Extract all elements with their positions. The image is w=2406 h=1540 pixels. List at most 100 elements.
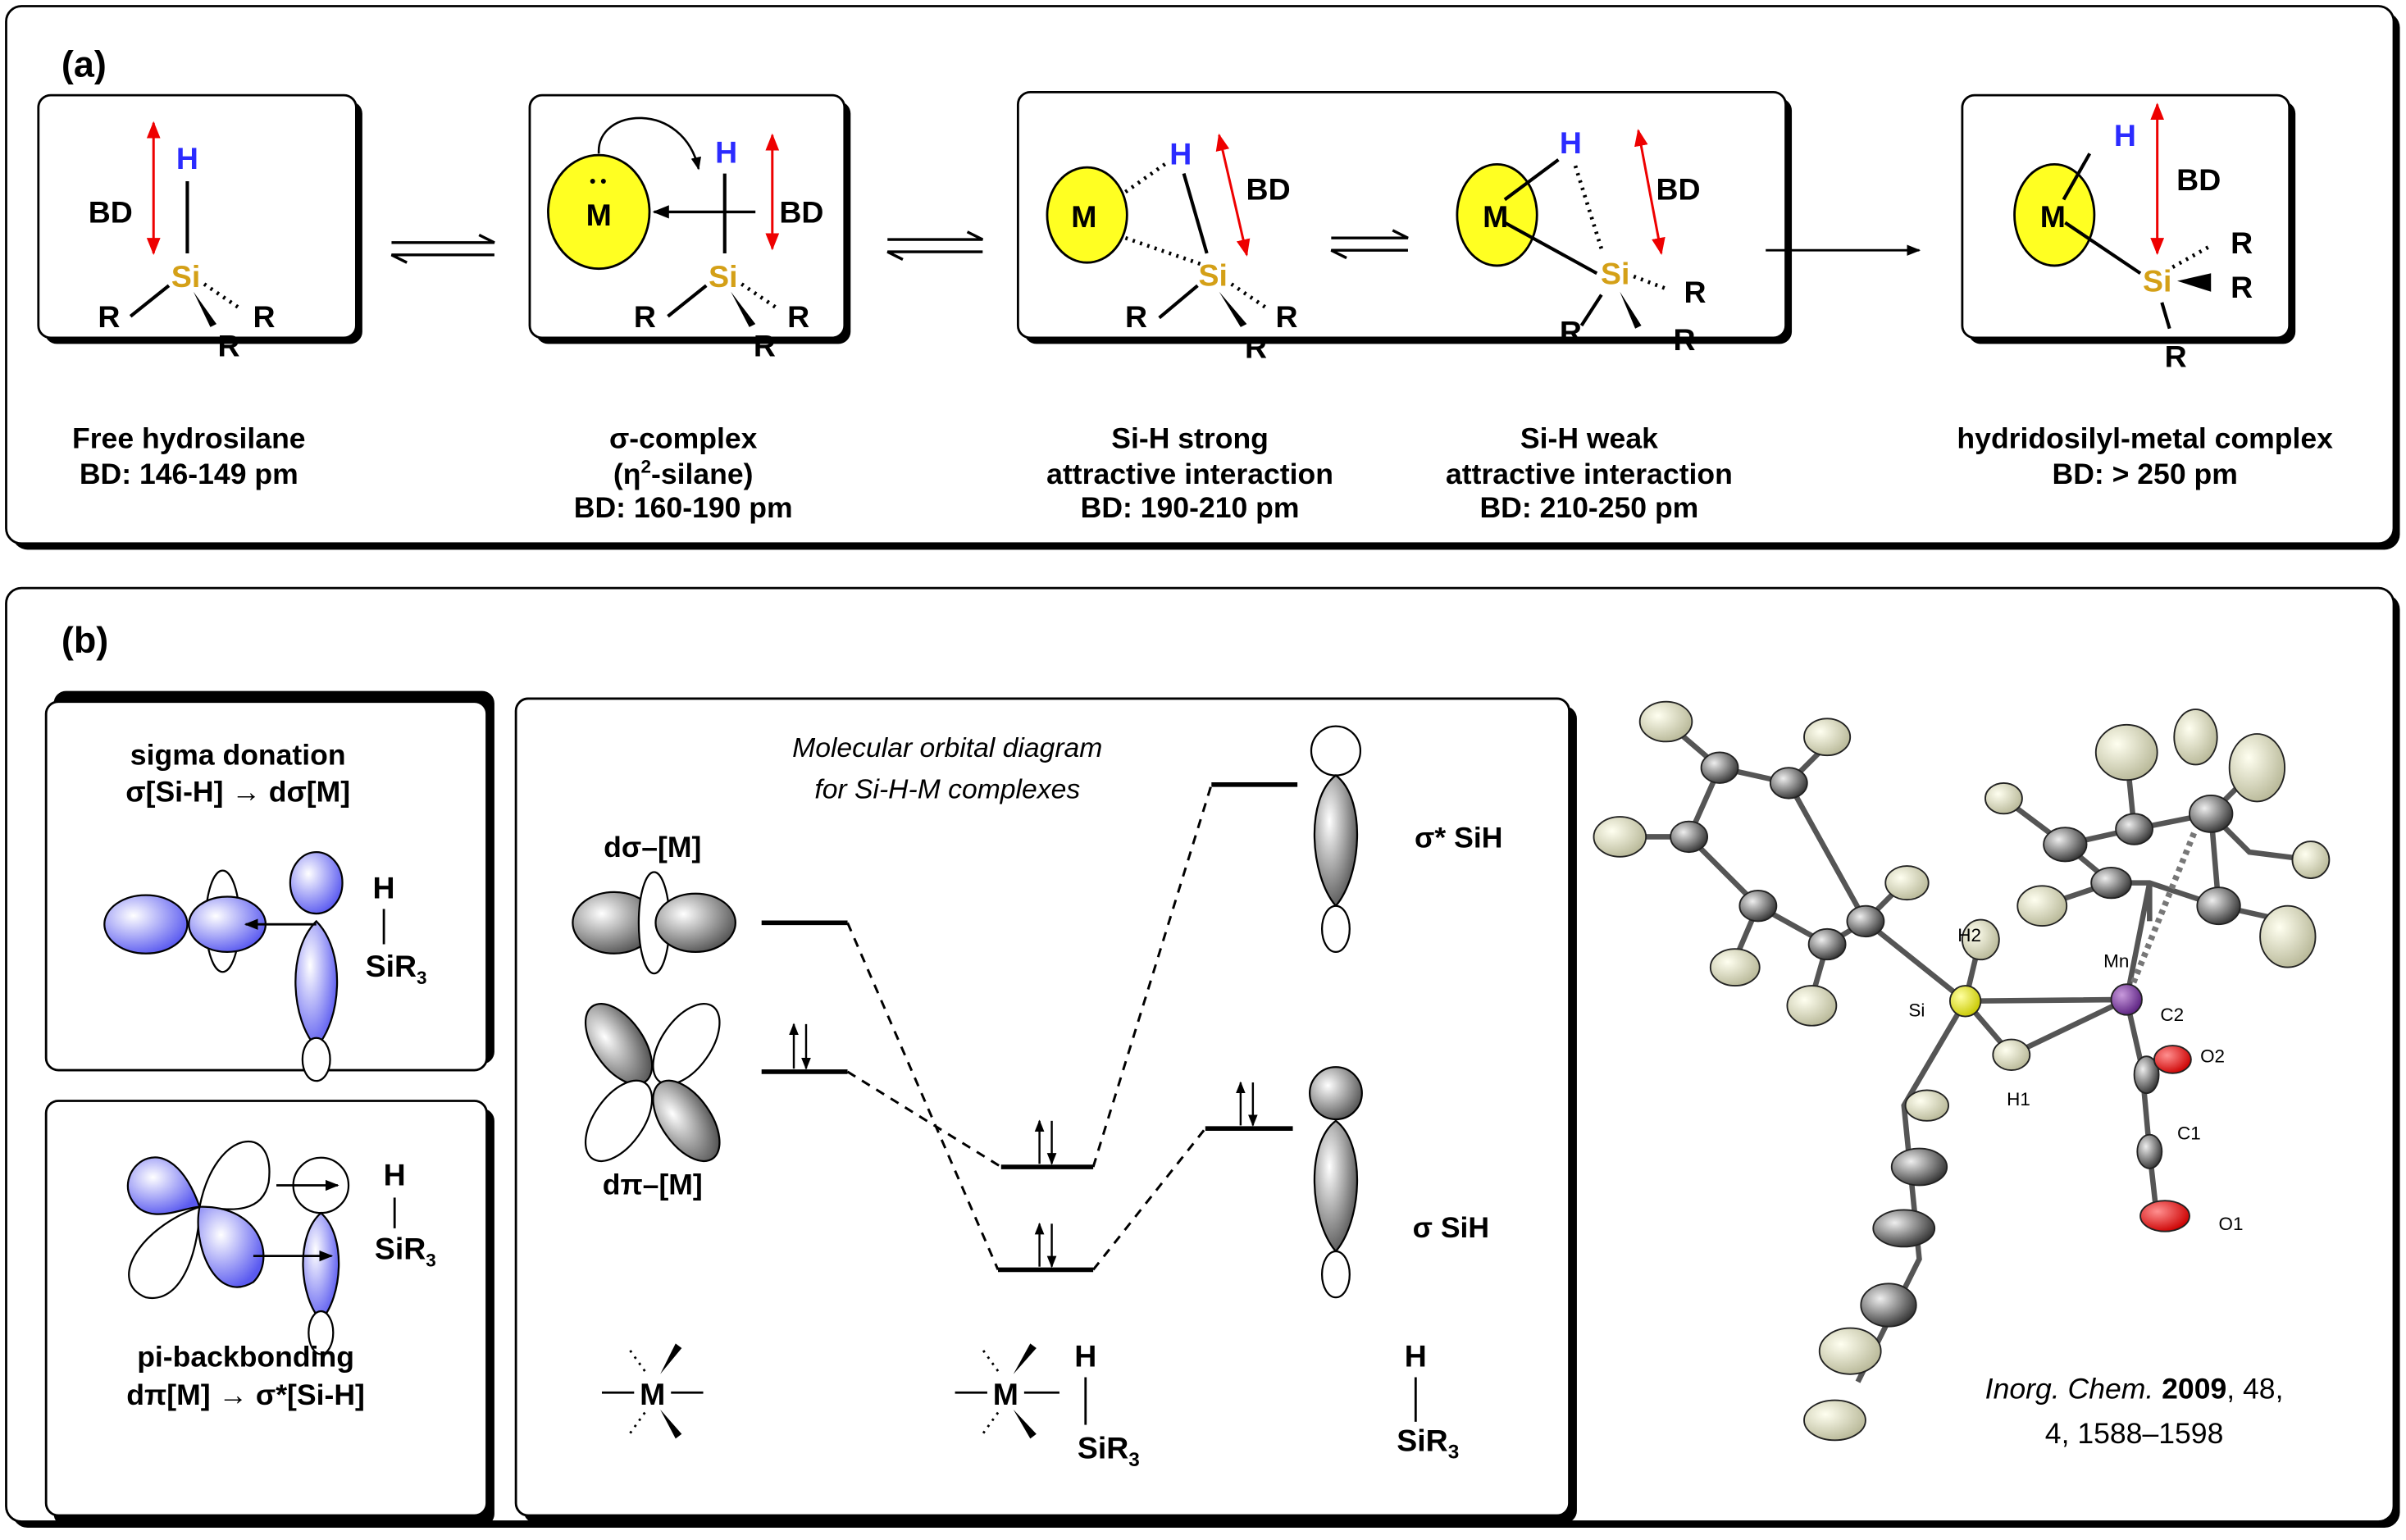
diagram-shape [1670, 820, 1709, 854]
diagram-shape [2136, 1133, 2163, 1169]
label: R [754, 328, 776, 362]
label: (η2-silane) [613, 457, 754, 490]
diagram-shape [129, 284, 171, 318]
label: M [1483, 199, 1508, 234]
label: Si [171, 259, 200, 294]
diagram-shape [2123, 827, 2199, 1001]
label: M [1071, 199, 1096, 234]
diagram-shape [731, 291, 756, 327]
metal-center [1046, 166, 1128, 264]
diagram-shape [652, 1002, 721, 1086]
label: SiR3 [366, 949, 427, 988]
diagram-shape [2043, 827, 2088, 863]
diagram-shape [2160, 302, 2171, 330]
diagram-shape [514, 697, 1570, 1517]
atoms [1593, 700, 2331, 1442]
label: Si-H strong [1111, 422, 1269, 455]
diagram-shape [193, 291, 217, 327]
diagram-shape [390, 253, 494, 264]
label: R [1245, 330, 1267, 364]
diagram-shape [1013, 1409, 1037, 1439]
label: BD: 160-190 pm [574, 491, 793, 524]
diagram-shape [1310, 725, 1362, 777]
diagram-shape [1016, 90, 1787, 339]
label: R [1560, 315, 1582, 349]
diagram-shape [391, 233, 495, 244]
diagram-shape [2016, 885, 2068, 927]
diagram-shape [1593, 816, 1647, 858]
label: SiR3 [375, 1231, 436, 1270]
diagram-shape [886, 250, 983, 261]
label: Molecular orbital diagram [792, 732, 1102, 763]
label: R [98, 299, 120, 334]
diagram-shape [1846, 904, 1885, 938]
label: SiR3 [1078, 1431, 1140, 1471]
label: SiR3 [1397, 1423, 1459, 1463]
diagram-shape [1124, 236, 1201, 267]
diagram-shape [1320, 904, 1351, 953]
diagram-shape [590, 178, 595, 184]
diagram-shape [301, 1037, 331, 1082]
diagram-shape [1330, 248, 1408, 260]
diagram-shape [846, 922, 1000, 1271]
diagram-shape [103, 894, 189, 955]
diagram-shape [597, 116, 701, 171]
free-hydrosilane-structure: H Si BD R R R [37, 93, 362, 362]
diagram-shape [660, 1343, 682, 1374]
diagram-shape [2173, 708, 2218, 766]
label: Si-H weak [1520, 422, 1658, 455]
diagram-shape [1984, 781, 2023, 815]
label: R [2231, 270, 2253, 304]
complex-fragment: M H SiR3 [955, 1338, 1140, 1471]
diagram-shape [1769, 767, 1808, 800]
label: BD: 190-210 pm [1081, 491, 1300, 524]
bond-distance-arrow [1215, 133, 1251, 257]
label: attractive interaction [1446, 458, 1733, 490]
diagram-shape [1818, 1327, 1882, 1375]
diagram-shape [2094, 723, 2158, 781]
diagram-shape [2189, 794, 2234, 833]
diagram-shape [1633, 274, 1667, 291]
citation: Inorg. Chem. 2009, 48, [1985, 1373, 2284, 1406]
hydridosilyl-metal-structure: M H BD Si R R R [1961, 93, 2296, 374]
mo-diagram: Molecular orbital diagram for Si-H-M com… [514, 697, 1577, 1524]
label: σ-complex [609, 422, 758, 455]
diagram-shape [197, 1205, 265, 1288]
mn-atom [2110, 983, 2143, 1016]
label: dπ[M] → σ*[Si-H] [126, 1378, 365, 1411]
panel-a-label: (a) [62, 43, 107, 85]
diagram-shape [584, 1079, 654, 1163]
label: R [1673, 322, 1695, 357]
diagram-shape [1860, 1283, 1917, 1328]
diagram-shape [2177, 273, 2212, 292]
label: for Si-H-M complexes [814, 774, 1080, 805]
label: C1 [2177, 1123, 2201, 1143]
diagram-shape [2133, 1055, 2160, 1095]
pi-backbonding-box: H SiR3 pi-backbonding dπ[M] → σ*[Si-H] [44, 1100, 494, 1527]
label: H [1560, 125, 1582, 160]
sigma-complex-structure: M H BD Si R R R [528, 93, 851, 362]
diagram-shape [2153, 1045, 2192, 1074]
diagram-shape [584, 1002, 721, 1163]
si-atom [1948, 985, 1982, 1018]
label: M [640, 1377, 665, 1411]
diagram-shape [1013, 1343, 1037, 1374]
diagram-shape [584, 1002, 654, 1086]
label: Mn [2103, 951, 2129, 972]
diagram-shape [600, 178, 606, 184]
label: M [586, 198, 612, 232]
diagram-shape [44, 700, 488, 1072]
diagram-shape [1638, 700, 1693, 743]
label: H [1074, 1338, 1096, 1373]
panel-a: (a) H Si BD R R R M H BD Si R [5, 5, 2400, 550]
label: H [176, 141, 198, 175]
diagram-shape [1700, 751, 1739, 784]
label: R [2231, 226, 2253, 260]
equilibrium-arrow [1330, 229, 1409, 260]
label: R [787, 299, 809, 334]
label: BD: 210-250 pm [1479, 491, 1698, 524]
metal-center [547, 153, 651, 271]
diagram-shape [1219, 291, 1247, 327]
diagram-shape [1803, 1399, 1866, 1442]
diagram-shape [1503, 158, 1560, 202]
